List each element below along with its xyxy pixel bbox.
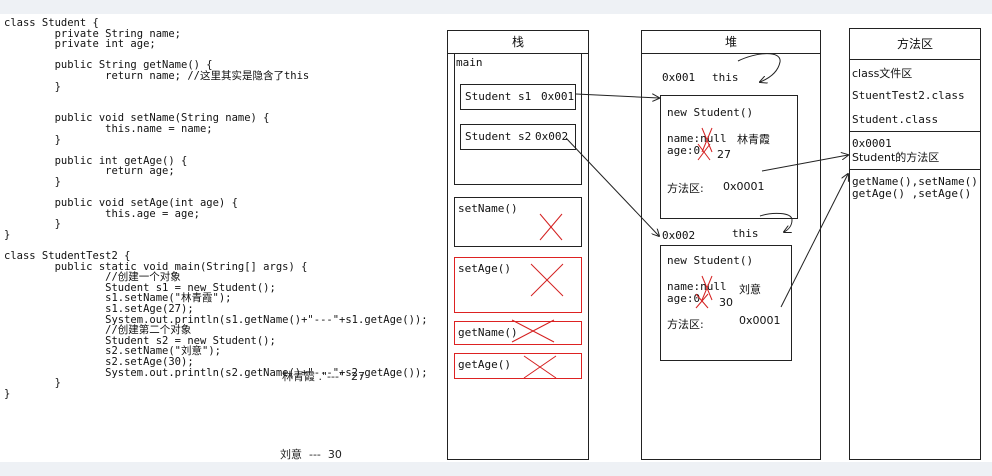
student-method-area-label: Student的方法区 bbox=[852, 151, 940, 164]
code-line: System.out.println(s2.getName()+"---"+s2… bbox=[4, 366, 428, 379]
s1-address: 0x001 bbox=[541, 90, 575, 103]
heap-title: 堆 bbox=[642, 31, 820, 54]
method-area-title: 方法区 bbox=[850, 29, 980, 60]
obj2-age-field: age:0 bbox=[667, 292, 701, 305]
code-line: Student s1 = new Student(); bbox=[4, 281, 276, 294]
obj1-method-address: 0x0001 bbox=[723, 180, 765, 193]
obj2-method-address: 0x0001 bbox=[739, 314, 781, 327]
code-line: public int getAge() { bbox=[4, 154, 188, 167]
code-line: return name; //这里其实是隐含了this bbox=[4, 69, 310, 82]
obj1-age-value: 27 bbox=[717, 148, 731, 161]
s1-variable: Student s1 0x001 bbox=[460, 84, 576, 110]
class-file-area-label: class文件区 bbox=[852, 67, 913, 80]
code-line: //创建第二个对象 bbox=[4, 324, 192, 337]
obj1-header: new Student() bbox=[667, 106, 754, 119]
code-line: } bbox=[4, 218, 61, 231]
code-line: s2.setAge(30); bbox=[4, 356, 194, 368]
s2-address: 0x002 bbox=[535, 130, 569, 143]
s1-label: Student s1 bbox=[465, 90, 532, 103]
code-line: //创建一个对象 bbox=[4, 271, 181, 284]
methods-line-2: getAge() ,setAge() bbox=[852, 187, 972, 200]
obj2-header: new Student() bbox=[667, 254, 754, 267]
main-frame: main Student s1 0x001 Student s2 0x002 bbox=[454, 53, 582, 185]
code-line: class Student { bbox=[4, 17, 99, 29]
code-line: private String name; bbox=[4, 27, 182, 40]
code-line bbox=[4, 92, 428, 103]
obj1-name-value: 林青霞 bbox=[737, 133, 770, 146]
heap-column: 堆 0x001 this new Student() name:null 林青霞… bbox=[641, 30, 821, 460]
code-line: private int age; bbox=[4, 38, 156, 51]
methods-line-1: getName(),setName() bbox=[852, 175, 978, 188]
method-area-divider-2 bbox=[850, 169, 980, 170]
getname-frame-label: getName() bbox=[458, 326, 518, 339]
code-line: } bbox=[4, 175, 61, 188]
code-line: } bbox=[4, 80, 61, 93]
getname-frame: getName() bbox=[454, 321, 582, 345]
class-entry-studenttest2: StuentTest2.class bbox=[852, 89, 965, 102]
stack-title: 栈 bbox=[448, 31, 588, 54]
code-line: public String getName() { bbox=[4, 59, 213, 72]
heap-object-1: new Student() name:null 林青霞 age:0 27 方法区… bbox=[660, 95, 798, 219]
s2-label: Student s2 bbox=[465, 130, 532, 143]
output-second: 刘意 --- 30 bbox=[280, 448, 342, 461]
setname-frame: setName() bbox=[454, 197, 582, 247]
obj1-address: 0x001 bbox=[662, 71, 696, 84]
obj1-method-field: 方法区: bbox=[667, 182, 704, 195]
code-line: this.age = age; bbox=[4, 207, 200, 220]
code-line: Student s2 = new Student(); bbox=[4, 334, 276, 347]
code-line: this.name = name; bbox=[4, 122, 213, 135]
setage-frame: setAge() bbox=[454, 257, 582, 313]
heap-object-2: new Student() name:null 刘意 age:0 30 方法区:… bbox=[660, 245, 792, 361]
output-first: 林青霞 ."---" 27 bbox=[282, 370, 366, 383]
obj2-name-value: 刘意 bbox=[739, 283, 761, 296]
getage-frame-label: getAge() bbox=[458, 358, 511, 371]
code-line: public static void main(String[] args) { bbox=[4, 260, 308, 273]
setage-frame-label: setAge() bbox=[458, 262, 511, 275]
getage-frame: getAge() bbox=[454, 353, 582, 379]
obj1-age-field: age:0 bbox=[667, 144, 701, 157]
class-entry-student: Student.class bbox=[852, 113, 939, 126]
code-line: } bbox=[4, 377, 61, 390]
method-area-divider bbox=[850, 131, 980, 132]
obj2-age-value: 30 bbox=[719, 296, 733, 309]
setname-frame-label: setName() bbox=[458, 202, 518, 215]
code-line: } bbox=[4, 133, 61, 146]
obj2-method-field: 方法区: bbox=[667, 318, 704, 331]
obj2-this-label: this bbox=[732, 227, 759, 240]
code-line: public void setName(String name) { bbox=[4, 112, 270, 125]
code-line: System.out.println(s1.getName()+"---"+s1… bbox=[4, 313, 428, 326]
student-method-area-address: 0x0001 bbox=[852, 137, 892, 150]
main-label: main bbox=[456, 56, 483, 69]
code-line: return age; bbox=[4, 165, 175, 178]
code-line: class StudentTest2 { bbox=[4, 250, 131, 263]
code-line: } bbox=[4, 387, 11, 400]
method-area-column: 方法区 class文件区 StuentTest2.class Student.c… bbox=[849, 28, 981, 460]
stack-column: 栈 main Student s1 0x001 Student s2 0x002… bbox=[447, 30, 589, 460]
obj1-this-label: this bbox=[712, 71, 739, 84]
code-line: s1.setAge(27); bbox=[4, 303, 194, 316]
s2-variable: Student s2 0x002 bbox=[460, 124, 576, 150]
code-line: public void setAge(int age) { bbox=[4, 197, 238, 210]
obj2-address: 0x002 bbox=[662, 229, 696, 242]
code-line: s2.setName("刘意"); bbox=[4, 345, 221, 358]
diagram-canvas: class Student { private String name; pri… bbox=[0, 14, 992, 462]
code-listing: class Student { private String name; pri… bbox=[4, 18, 428, 399]
code-line: } bbox=[4, 228, 11, 241]
code-line: s1.setName("林青霞"); bbox=[4, 292, 232, 305]
